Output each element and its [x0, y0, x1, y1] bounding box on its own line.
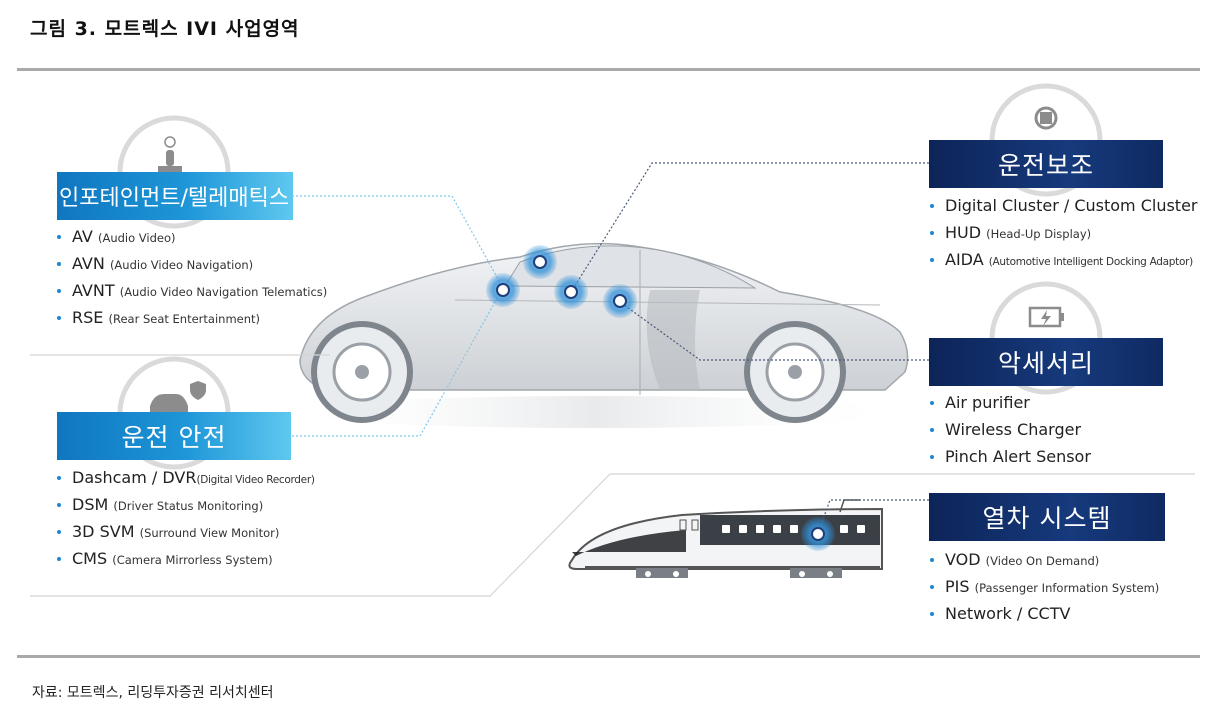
adas-list: Digital Cluster / Custom Cluster HUD (He… [930, 192, 1198, 273]
car-illustration [285, 242, 909, 428]
list-item: RSE (Rear Seat Entertainment) [57, 304, 327, 331]
telematics-banner: 인포테인먼트/텔레매틱스 [57, 172, 293, 220]
accessories-list: Air purifier Wireless Charger Pinch Aler… [930, 389, 1091, 470]
list-item: AIDA (Automotive Intelligent Docking Ada… [930, 246, 1198, 273]
safety-list: Dashcam / DVR(Digital Video Recorder) DS… [57, 464, 315, 572]
list-item: Network / CCTV [930, 600, 1159, 627]
list-item: PIS (Passenger Information System) [930, 573, 1159, 600]
telematics-list: AV (Audio Video) AVN (Audio Video Naviga… [57, 223, 327, 331]
connector-lines [292, 162, 929, 534]
list-item: AV (Audio Video) [57, 223, 327, 250]
train-illustration [568, 499, 883, 578]
list-item: CMS (Camera Mirrorless System) [57, 545, 315, 572]
list-item: AVN (Audio Video Navigation) [57, 250, 327, 277]
bottom-divider [17, 655, 1200, 658]
adas-banner: 운전보조 [929, 140, 1163, 188]
list-item: Digital Cluster / Custom Cluster [930, 192, 1198, 219]
figure-title: 그림 3. 모트렉스 IVI 사업영역 [30, 18, 300, 40]
section-guides [30, 354, 1195, 597]
list-item: HUD (Head-Up Display) [930, 219, 1198, 246]
list-item: Dashcam / DVR(Digital Video Recorder) [57, 464, 315, 491]
source-note: 자료: 모트렉스, 리딩투자증권 리서치센터 [32, 685, 274, 701]
list-item: VOD (Video On Demand) [930, 546, 1159, 573]
top-divider [17, 68, 1200, 71]
railway-banner: 열차 시스템 [929, 493, 1165, 541]
accessories-banner: 악세서리 [929, 338, 1163, 386]
list-item: 3D SVM (Surround View Monitor) [57, 518, 315, 545]
list-item: Pinch Alert Sensor [930, 443, 1091, 470]
railway-list: VOD (Video On Demand) PIS (Passenger Inf… [930, 546, 1159, 627]
hotspot-markers [486, 245, 835, 551]
safety-banner: 운전 안전 [57, 412, 291, 460]
list-item: AVNT (Audio Video Navigation Telematics) [57, 277, 327, 304]
list-item: DSM (Driver Status Monitoring) [57, 491, 315, 518]
list-item: Air purifier [930, 389, 1091, 416]
list-item: Wireless Charger [930, 416, 1091, 443]
